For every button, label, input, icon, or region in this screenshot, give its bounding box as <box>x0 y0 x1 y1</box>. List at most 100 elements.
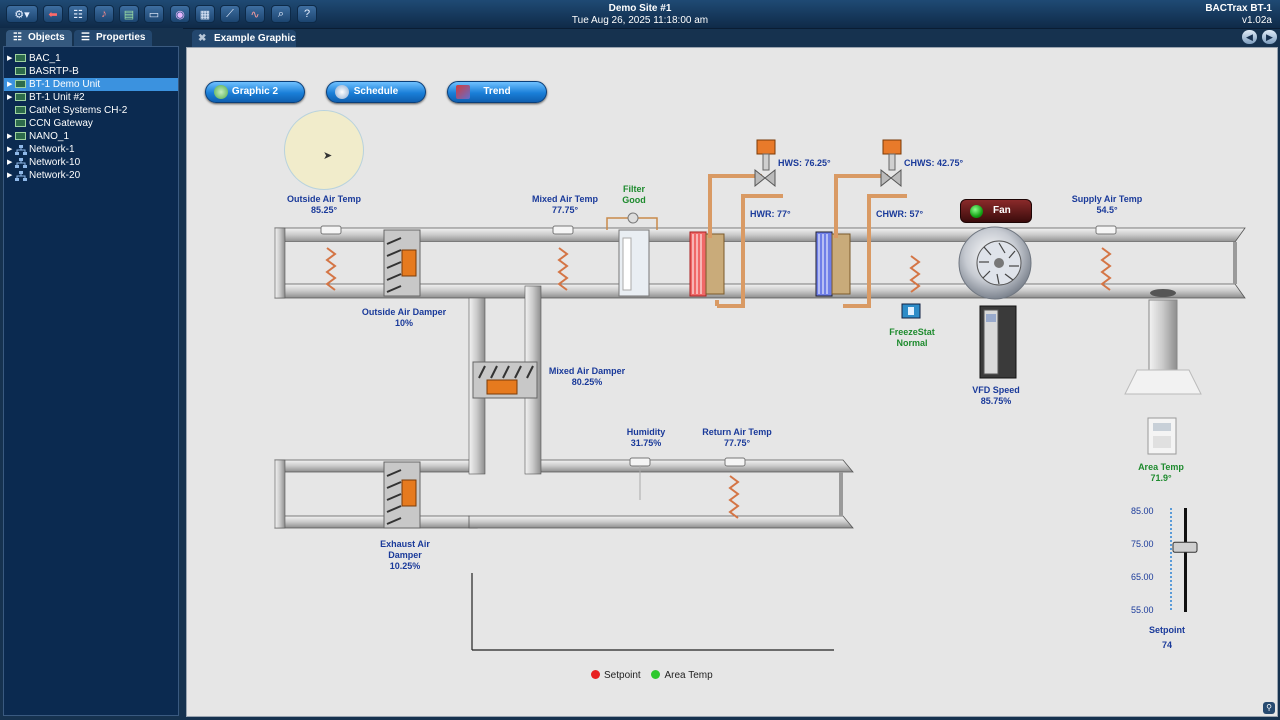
tree-node-bt-1-demo-unit[interactable]: ▶BT-1 Demo Unit <box>4 78 178 91</box>
fan-status-led-icon <box>970 205 983 218</box>
mixed-air-temp-label[interactable]: Mixed Air Temp 77.75° <box>525 194 605 216</box>
tree-node-network-20[interactable]: ▶Network-20 <box>4 169 178 182</box>
tree-node-basrtp-b[interactable]: BASRTP-B <box>4 65 178 78</box>
legend-item-setpoint: Setpoint <box>591 670 641 681</box>
point-value: 77.75° <box>723 438 751 448</box>
tree-node-ccn-gateway[interactable]: CCN Gateway <box>4 117 178 130</box>
graphic-canvas: ➤ Graphic 2 Schedule Trend <box>186 47 1278 717</box>
supply-air-temp-label[interactable]: Supply Air Temp 54.5° <box>1062 194 1152 216</box>
module-icon[interactable]: ▤ <box>119 5 139 23</box>
point-value: 77.75° <box>551 205 579 215</box>
object-tree: ▶BAC_1 BASRTP-B ▶BT-1 Demo Unit ▶BT-1 Un… <box>3 46 179 716</box>
expand-arrow-icon[interactable]: ▶ <box>7 172 13 179</box>
point-value: 74 <box>1161 640 1172 650</box>
point-value: 31.75% <box>630 438 662 448</box>
tree-node-bt-1-unit-2[interactable]: ▶BT-1 Unit #2 <box>4 91 178 104</box>
gear-menu-icon[interactable]: ⚙▾ <box>6 5 38 23</box>
device-icon <box>15 93 26 101</box>
back-icon[interactable]: ⬅ <box>43 5 63 23</box>
outside-air-temp-label[interactable]: Outside Air Temp 85.25° <box>284 194 364 216</box>
button-label: Graphic 2 <box>231 86 279 97</box>
expand-arrow-icon[interactable]: ▶ <box>7 133 13 140</box>
site-name: Demo Site #1 <box>608 3 672 14</box>
heating-coil <box>689 231 725 297</box>
tree-node-network-1[interactable]: ▶ Network-1 <box>4 143 178 156</box>
tree-node-bac-1[interactable]: ▶BAC_1 <box>4 52 178 65</box>
hws-label[interactable]: HWS: 76.25° <box>778 158 831 168</box>
setpoint-label[interactable]: Setpoint 74 <box>1137 625 1197 651</box>
schedule-circle-icon[interactable]: ◉ <box>170 5 190 23</box>
alarm-icon[interactable]: ♪ <box>94 5 114 23</box>
nav-forward-icon[interactable]: ▶ <box>1262 30 1277 44</box>
point-value: 80.25% <box>571 377 603 387</box>
humidity-label[interactable]: Humidity 31.75% <box>616 427 676 449</box>
fan-status-button[interactable]: Fan <box>960 199 1032 223</box>
graphic-2-button[interactable]: Graphic 2 <box>205 81 305 103</box>
expand-arrow-icon[interactable]: ▶ <box>7 81 13 88</box>
tree-node-label: Network-1 <box>29 144 75 155</box>
expand-arrow-icon[interactable]: ▶ <box>7 159 13 166</box>
exhaust-duct <box>274 459 478 529</box>
tree-node-catnet[interactable]: CatNet Systems CH-2 <box>4 104 178 117</box>
device-icon <box>15 67 26 75</box>
objects-tab-icon: ☷ <box>13 32 22 43</box>
point-value: Good <box>622 195 646 205</box>
left-panel: ☷ Objects ☰ Properties ▶BAC_1 BASRTP-B ▶… <box>0 28 183 720</box>
mouse-pointer-icon: ➤ <box>323 150 333 162</box>
tab-example-graphic[interactable]: ✖ Example Graphic <box>192 30 296 47</box>
area-thermostat <box>1147 417 1177 455</box>
return-air-temp-label[interactable]: Return Air Temp 77.75° <box>692 427 782 449</box>
button-label: Trend <box>483 86 511 97</box>
nav-back-icon[interactable]: ◀ <box>1242 30 1257 44</box>
objects-icon[interactable]: ☷ <box>68 5 88 23</box>
calendar-icon[interactable]: ▦ <box>195 5 215 23</box>
tree-node-label: BASRTP-B <box>29 66 79 77</box>
point-name: Area Temp <box>1138 462 1184 472</box>
freezestat-icon <box>901 303 921 319</box>
device-icon <box>15 106 26 114</box>
expand-arrow-icon[interactable]: ▶ <box>7 94 13 101</box>
mixed-air-damper-label[interactable]: Mixed Air Damper 80.25% <box>537 366 637 388</box>
ahu-diagram <box>274 139 1246 651</box>
point-value: 10% <box>394 318 413 328</box>
multi-trend-icon[interactable]: ∿ <box>245 5 265 23</box>
point-name-line-2: Damper <box>388 550 422 560</box>
tree-node-label: CCN Gateway <box>29 118 93 129</box>
slider-tick-85: 85.00 <box>1131 506 1154 516</box>
vfd-speed-label[interactable]: VFD Speed 85.75% <box>961 385 1031 407</box>
cooling-coil <box>815 231 851 297</box>
trend-button[interactable]: Trend <box>447 81 547 103</box>
tab-properties[interactable]: ☰ Properties <box>74 30 152 46</box>
help-icon[interactable]: ? <box>297 5 317 23</box>
area-temp-label[interactable]: Area Temp 71.9° <box>1126 462 1196 484</box>
outside-air-damper-label[interactable]: Outside Air Damper 10% <box>349 307 459 329</box>
airflow-arrows <box>325 247 1112 519</box>
setpoint-slider-thumb[interactable] <box>1172 541 1198 553</box>
close-tab-icon[interactable]: ✖ <box>198 33 207 44</box>
tab-objects[interactable]: ☷ Objects <box>6 30 72 46</box>
point-value: Normal <box>896 338 928 348</box>
setpoint-slider[interactable] <box>1170 508 1198 612</box>
clock-icon <box>335 85 349 99</box>
expand-arrow-icon[interactable]: ▶ <box>7 55 13 62</box>
freezestat-label[interactable]: FreezeStat Normal <box>877 327 947 349</box>
chws-label[interactable]: CHWS: 42.75° <box>904 158 964 168</box>
expand-arrow-icon[interactable]: ▶ <box>7 146 13 153</box>
tree-node-network-10[interactable]: ▶ Network-10 <box>4 156 178 169</box>
trend-icon[interactable]: ⟋ <box>220 5 240 23</box>
schedule-button[interactable]: Schedule <box>326 81 426 103</box>
slider-tick-65: 65.00 <box>1131 572 1154 582</box>
chwr-label[interactable]: CHWR: 57° <box>876 209 924 219</box>
monitor-icon[interactable]: ▭ <box>144 5 164 23</box>
legend-item-area-temp: Area Temp <box>651 670 713 681</box>
exhaust-air-damper-label[interactable]: Exhaust Air Damper 10.25% <box>365 539 445 572</box>
filter-status-label[interactable]: Filter Good <box>614 184 654 206</box>
search-icon[interactable]: ⌕ <box>271 5 291 23</box>
supply-duct <box>274 227 1246 299</box>
tree-node-label: Network-10 <box>29 157 81 168</box>
network-icon <box>15 171 27 181</box>
canvas-settings-icon[interactable]: ⚲ <box>1263 702 1275 714</box>
device-icon <box>15 80 26 88</box>
hwr-label[interactable]: HWR: 77° <box>750 209 791 219</box>
tree-node-nano-1[interactable]: ▶NANO_1 <box>4 130 178 143</box>
